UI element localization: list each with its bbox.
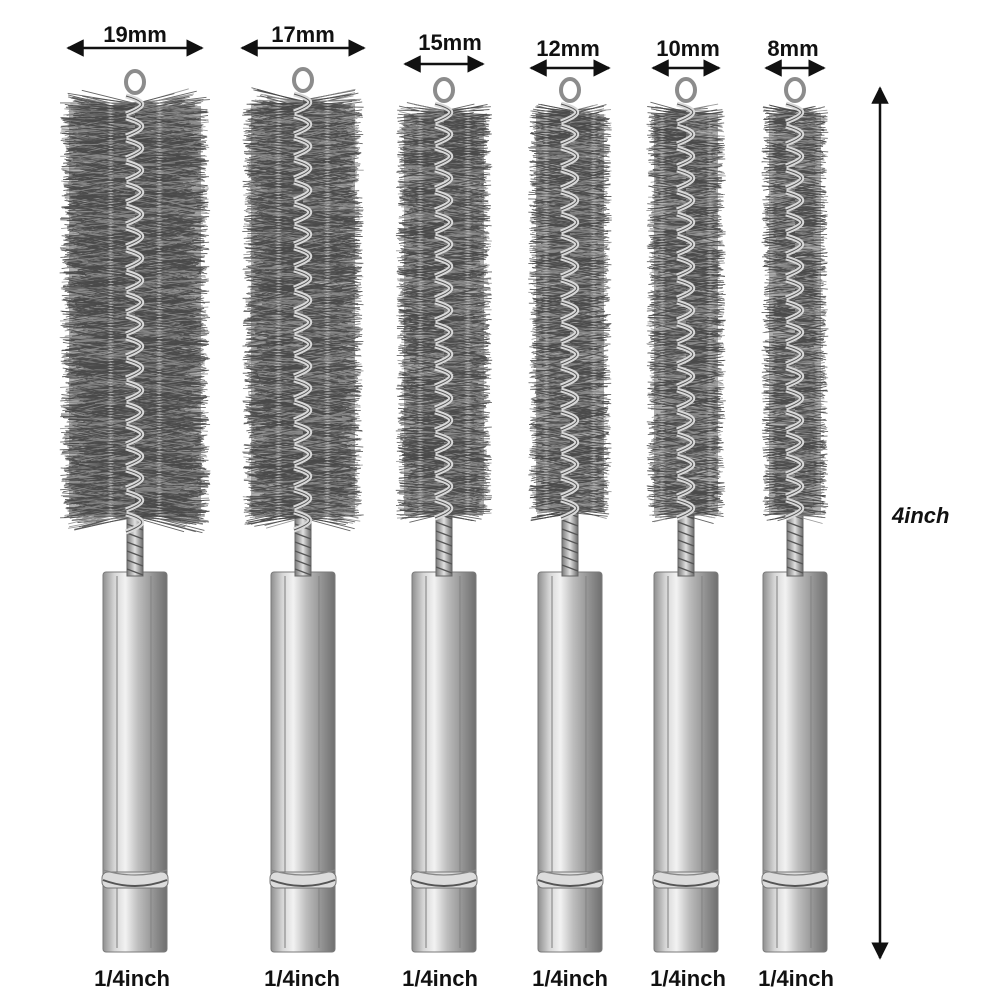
brushes-group bbox=[60, 69, 829, 952]
steel-bristles bbox=[528, 104, 612, 521]
hex-shank bbox=[763, 572, 827, 952]
size-label-15mm: 15mm bbox=[418, 30, 482, 56]
steel-bristles bbox=[242, 88, 364, 531]
wire-brush-1 bbox=[60, 71, 211, 952]
wire-brush-6 bbox=[762, 79, 829, 952]
hex-shank bbox=[538, 572, 602, 952]
hex-shank bbox=[271, 572, 335, 952]
size-label-8mm: 8mm bbox=[767, 36, 818, 62]
size-label-17mm: 17mm bbox=[271, 22, 335, 48]
steel-bristles bbox=[60, 89, 211, 533]
wire-loop-tip bbox=[435, 79, 453, 101]
shank-label-3: 1/4inch bbox=[402, 966, 478, 992]
size-label-12mm: 12mm bbox=[536, 36, 600, 62]
wire-loop-tip bbox=[561, 79, 579, 101]
hex-shank bbox=[412, 572, 476, 952]
hex-shank bbox=[103, 572, 167, 952]
steel-bristles bbox=[762, 104, 829, 523]
overall-length-label: 4inch bbox=[892, 503, 949, 529]
wire-loop-tip bbox=[126, 71, 144, 93]
size-label-19mm: 19mm bbox=[103, 22, 167, 48]
steel-bristles bbox=[396, 103, 492, 523]
shank-label-4: 1/4inch bbox=[532, 966, 608, 992]
wire-loop-tip bbox=[677, 79, 695, 101]
wire-brush-2 bbox=[242, 69, 364, 952]
wire-brush-3 bbox=[396, 79, 492, 952]
wire-loop-tip bbox=[294, 69, 312, 91]
wire-brush-4 bbox=[528, 79, 612, 952]
shank-label-6: 1/4inch bbox=[758, 966, 834, 992]
steel-bristles bbox=[646, 102, 725, 523]
size-label-10mm: 10mm bbox=[656, 36, 720, 62]
shank-label-2: 1/4inch bbox=[264, 966, 340, 992]
hex-shank bbox=[654, 572, 718, 952]
wire-loop-tip bbox=[786, 79, 804, 101]
shank-label-1: 1/4inch bbox=[94, 966, 170, 992]
wire-brush-5 bbox=[646, 79, 725, 952]
shank-label-5: 1/4inch bbox=[650, 966, 726, 992]
